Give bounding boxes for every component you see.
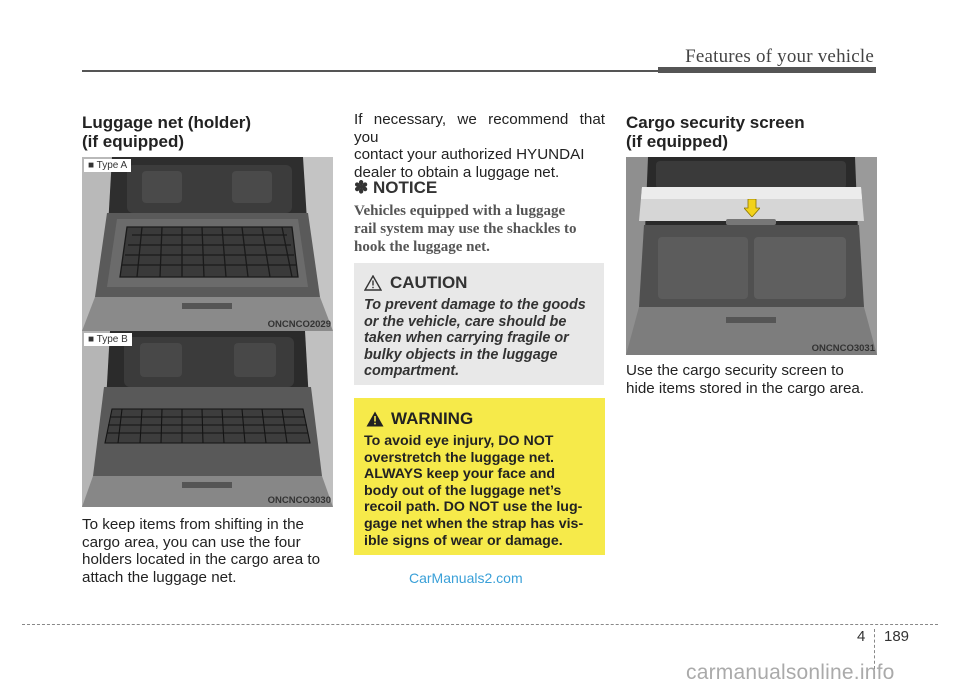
cargo-screen-body: Use the cargo security screen to hide it… bbox=[626, 362, 877, 397]
footer-rule bbox=[22, 624, 938, 625]
warning-line: overstretch the luggage net. bbox=[364, 449, 554, 466]
luggage-net-heading-line2: (if equipped) bbox=[82, 132, 184, 151]
warning-line: gage net when the strap has vis- bbox=[364, 515, 584, 532]
cargo-screen-heading-line2: (if equipped) bbox=[626, 132, 728, 151]
notice-title: NOTICE bbox=[372, 178, 438, 197]
warning-line: body out of the luggage net’s bbox=[364, 482, 562, 499]
warning-line: ALWAYS keep your face and bbox=[364, 466, 556, 483]
caution-line: To prevent damage to the goods bbox=[364, 297, 586, 313]
page-number: 189 bbox=[884, 628, 910, 645]
luggage-net-body: To keep items from shifting in the cargo… bbox=[82, 516, 333, 586]
luggage-net-heading: Luggage net (holder) (if equipped) bbox=[82, 113, 251, 151]
notice-line: hook the luggage net. bbox=[354, 239, 490, 255]
caution-line: bulky objects in the luggage bbox=[364, 346, 558, 363]
luggage-net-heading-line1: Luggage net (holder) bbox=[82, 113, 252, 132]
photo-type-b-label: Type B bbox=[96, 334, 128, 345]
chapter-number: 4 bbox=[857, 628, 866, 645]
body-line: dealer to obtain a luggage net. bbox=[354, 163, 560, 181]
body-line: attach the luggage net. bbox=[82, 568, 237, 586]
luggage-net-photo-type-b: ■ Type B ONCNCO3030 bbox=[82, 331, 333, 507]
notice-heading: ✽ NOTICE bbox=[354, 178, 605, 198]
footer-divider bbox=[874, 629, 875, 669]
cargo-screen-heading-line1: Cargo security screen bbox=[626, 113, 805, 132]
arrow-down-icon bbox=[744, 199, 760, 217]
caution-triangle-icon bbox=[364, 275, 382, 291]
warning-line: To avoid eye injury, DO NOT bbox=[364, 433, 554, 449]
luggage-net-photo-type-a: ■ Type A ONCNCO2029 bbox=[82, 157, 333, 331]
body-line: hide items stored in the cargo area. bbox=[626, 379, 865, 397]
caution-line: taken when carrying fragile or bbox=[364, 330, 569, 346]
photo-code: ONCNCO3030 bbox=[267, 495, 331, 506]
photo-type-tag: ■ Type A bbox=[84, 159, 132, 172]
notice-text: Vehicles equipped with a luggage rail sy… bbox=[354, 202, 605, 256]
photo-code: ONCNCO3031 bbox=[811, 343, 875, 354]
caution-line: or the vehicle, care should be bbox=[364, 313, 567, 330]
warning-triangle-icon bbox=[366, 411, 384, 427]
luggage-net-intro: If necessary, we recommend that you cont… bbox=[354, 111, 605, 181]
body-line: If necessary, we recommend that you bbox=[354, 111, 605, 146]
warning-title: WARNING bbox=[391, 409, 474, 428]
cargo-screen-photo: ONCNCO3031 bbox=[626, 157, 877, 355]
photo-code: ONCNCO2029 bbox=[267, 319, 331, 330]
section-title: Features of your vehicle bbox=[685, 46, 874, 67]
warning-line: recoil path. DO NOT use the lug- bbox=[364, 499, 583, 516]
watermark-link[interactable]: CarManuals2.com bbox=[409, 570, 523, 586]
cargo-screen-heading: Cargo security screen (if equipped) bbox=[626, 113, 805, 151]
warning-line: ible signs of wear or damage. bbox=[364, 532, 563, 549]
photo-type-tag: ■ Type B bbox=[84, 333, 132, 346]
header-rule bbox=[82, 70, 662, 72]
warning-heading: WARNING bbox=[366, 409, 473, 429]
notice-star-icon: ✽ bbox=[354, 178, 369, 197]
caution-line: compartment. bbox=[364, 363, 460, 379]
body-line: holders located in the cargo area to bbox=[82, 551, 321, 568]
body-line: contact your authorized HYUNDAI bbox=[354, 146, 585, 163]
notice-line: Vehicles equipped with a luggage bbox=[354, 203, 566, 219]
photo-type-a-label: Type A bbox=[96, 160, 128, 171]
body-line: To keep items from shifting in the bbox=[82, 516, 305, 533]
caution-box: CAUTION To prevent damage to the goods o… bbox=[354, 263, 604, 385]
caution-heading: CAUTION bbox=[364, 273, 467, 293]
footer-site-link[interactable]: carmanualsonline.info bbox=[686, 661, 895, 684]
notice-block: ✽ NOTICE Vehicles equipped with a luggag… bbox=[354, 178, 605, 256]
notice-line: rail system may use the shackles to bbox=[354, 221, 577, 237]
caution-title: CAUTION bbox=[390, 273, 468, 292]
body-line: cargo area, you can use the four bbox=[82, 533, 301, 551]
warning-box: WARNING To avoid eye injury, DO NOT over… bbox=[354, 398, 605, 555]
header-rule-accent bbox=[658, 67, 876, 73]
warning-text: To avoid eye injury, DO NOT overstretch … bbox=[364, 433, 597, 549]
caution-text: To prevent damage to the goods or the ve… bbox=[364, 297, 598, 380]
body-line: Use the cargo security screen to bbox=[626, 362, 844, 379]
